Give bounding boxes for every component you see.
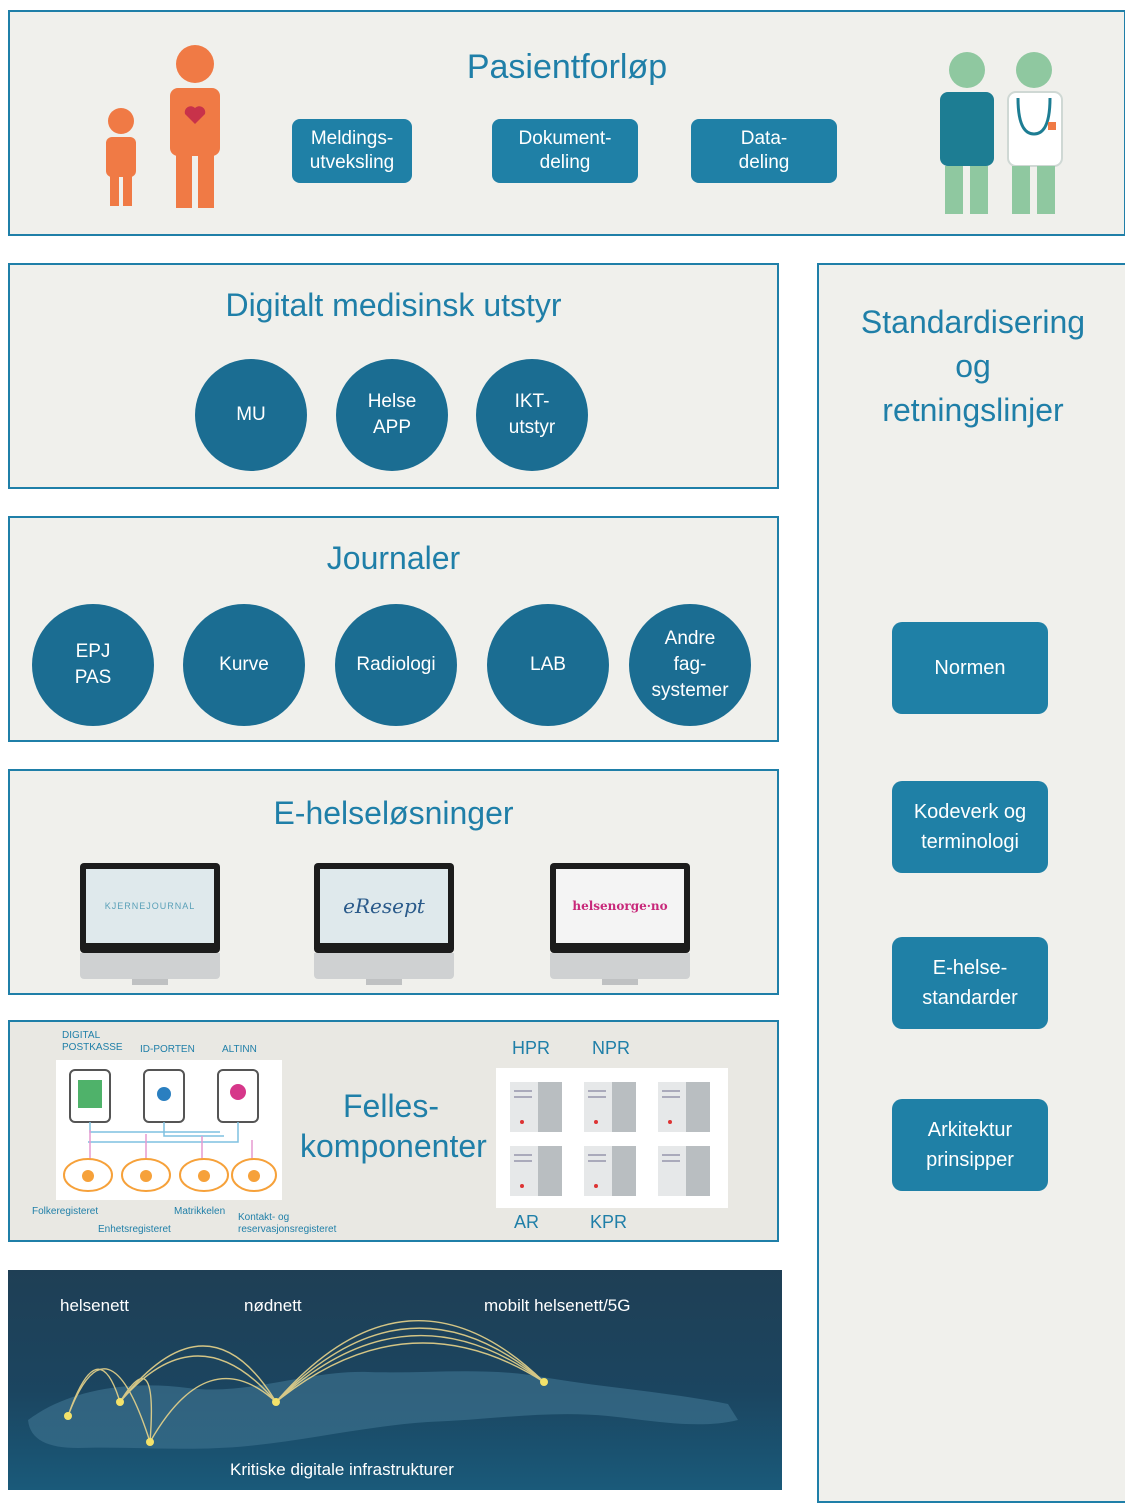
folkeregisteret-label: Folkeregisteret — [32, 1206, 99, 1217]
kjernejournal-monitor[interactable]: KJERNEJOURNAL — [80, 863, 220, 987]
matrikkelen-label: Matrikkelen — [174, 1206, 226, 1217]
lab-circle[interactable]: LAB — [487, 604, 609, 726]
standardisering-title: Standardisering og retningslinjer — [860, 304, 1086, 428]
norway-map — [28, 1319, 738, 1449]
arkitektur-button[interactable]: Arkitektur prinsipper — [892, 1099, 1048, 1191]
server-icon — [584, 1082, 636, 1132]
infra-panel: helsenett nødnett mobilt helsenett/5G Kr… — [8, 1270, 782, 1490]
normen-button[interactable]: Normen — [892, 622, 1048, 714]
felles-panel: DIGITAL POSTKASSE ID-PORTEN ALTINN Folke… — [8, 1020, 779, 1242]
hpr-label: HPR — [512, 1038, 551, 1058]
mobilt-helsenett-label: mobilt helsenett/5G — [484, 1296, 631, 1315]
registers-box — [496, 1068, 728, 1208]
datadeling-button[interactable]: Data- deling — [691, 119, 837, 183]
server-icon — [510, 1146, 562, 1196]
ehelse-panel: E-helseløsninger KJERNEJOURNAL eResept h… — [8, 769, 779, 995]
infra-caption: Kritiske digitale infrastrukturer — [230, 1460, 454, 1479]
ikt-utstyr-circle[interactable]: IKT- utstyr — [476, 359, 588, 471]
dokumentdeling-button[interactable]: Dokument- deling — [492, 119, 638, 183]
health-workers-icon — [940, 52, 1063, 214]
journaler-title: Journaler — [326, 540, 461, 576]
server-icon — [658, 1146, 710, 1196]
pasientforlop-title: Pasientforløp — [466, 48, 668, 86]
npr-label: NPR — [592, 1038, 631, 1058]
helse-app-circle[interactable]: Helse APP — [336, 359, 448, 471]
utstyr-title: Digitalt medisinsk utstyr — [225, 287, 562, 323]
felleskomponenter-network-icon — [56, 1060, 282, 1200]
meldingsutveksling-button[interactable]: Meldings- utveksling — [292, 119, 412, 183]
digital-postkasse-label: DIGITAL POSTKASSE — [62, 1030, 123, 1053]
kjernejournal-logo: KJERNEJOURNAL — [104, 901, 196, 911]
nodnett-label: nødnett — [244, 1296, 302, 1315]
helsenorge-logo: helsenorge·no — [572, 899, 668, 913]
kpr-label: KPR — [590, 1212, 628, 1232]
kurve-circle[interactable]: Kurve — [183, 604, 305, 726]
altinn-label: ALTINN — [222, 1044, 257, 1055]
kontakt-reservasjon-label: Kontakt- og reservasjonsregisteret — [238, 1212, 337, 1235]
mu-circle[interactable]: MU — [195, 359, 307, 471]
ar-label: AR — [514, 1212, 540, 1232]
enhetsregisteret-label: Enhetsregisteret — [98, 1224, 171, 1235]
kodeverk-button[interactable]: Kodeverk og terminologi — [892, 781, 1048, 873]
epj-pas-circle[interactable]: EPJ PAS — [32, 604, 154, 726]
radiologi-circle[interactable]: Radiologi — [335, 604, 457, 726]
pasientforlop-panel: Pasientforløp Meldings- utveksling Dokum… — [8, 10, 1125, 236]
ehelse-title: E-helseløsninger — [273, 795, 514, 831]
eresept-monitor[interactable]: eResept — [314, 863, 454, 987]
andre-fagsystemer-circle[interactable]: Andre fag- systemer — [629, 604, 751, 726]
ehelse-standarder-button[interactable]: E-helse- standarder — [892, 937, 1048, 1029]
server-icon — [658, 1082, 710, 1132]
felleskomponenter-title: Felles- komponenter — [300, 1088, 487, 1164]
helsenett-label: helsenett — [60, 1296, 129, 1315]
helsenorge-monitor[interactable]: helsenorge·no — [550, 863, 690, 987]
patient-family-icon — [106, 45, 220, 208]
id-porten-label: ID-PORTEN — [140, 1044, 195, 1055]
utstyr-panel: Digitalt medisinsk utstyr MU Helse APP I… — [8, 263, 779, 489]
journaler-panel: Journaler EPJ PAS Kurve Radiologi LAB An… — [8, 516, 779, 742]
server-icon — [510, 1082, 562, 1132]
eresept-logo: eResept — [343, 894, 425, 918]
standardisering-panel — [817, 263, 1125, 1503]
server-icon — [584, 1146, 636, 1196]
